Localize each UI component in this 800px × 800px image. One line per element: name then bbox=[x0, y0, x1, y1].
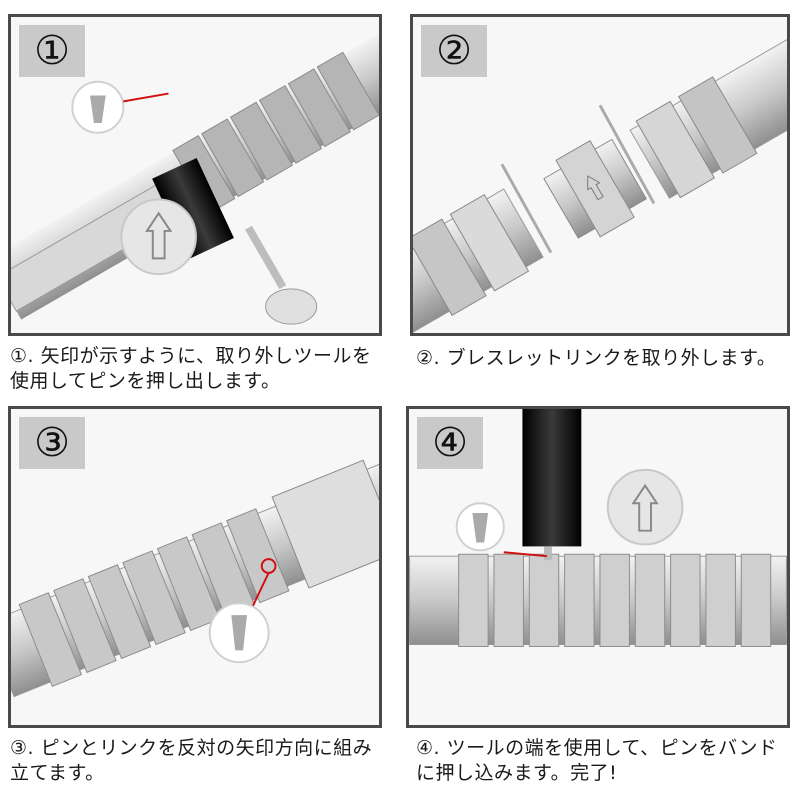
step-3-caption: ③. ピンとリンクを反対の矢印方向に組み立てます。 bbox=[10, 737, 373, 784]
step-3-number: ③ bbox=[19, 417, 85, 469]
step-4-number: ④ bbox=[417, 417, 483, 469]
step-1-panel: ① bbox=[8, 14, 382, 336]
step-2-number: ② bbox=[421, 25, 487, 77]
step-1-caption: ①. 矢印が示すように、取り外しツールを使用してピンを押し出します。 bbox=[10, 345, 372, 392]
step-4-caption: ④. ツールの端を使用して、ピンをバンドに押し込みます。完了! bbox=[416, 737, 778, 784]
step-1-number: ① bbox=[19, 25, 85, 77]
step-4-illustration bbox=[409, 409, 787, 725]
step-2-panel: ② bbox=[410, 14, 790, 336]
step-1-illustration bbox=[11, 17, 379, 333]
step-3-panel: ③ bbox=[8, 406, 382, 728]
step-4-panel: ④ bbox=[406, 406, 790, 728]
step-2-caption: ②. ブレスレットリンクを取り外します。 bbox=[416, 347, 777, 369]
